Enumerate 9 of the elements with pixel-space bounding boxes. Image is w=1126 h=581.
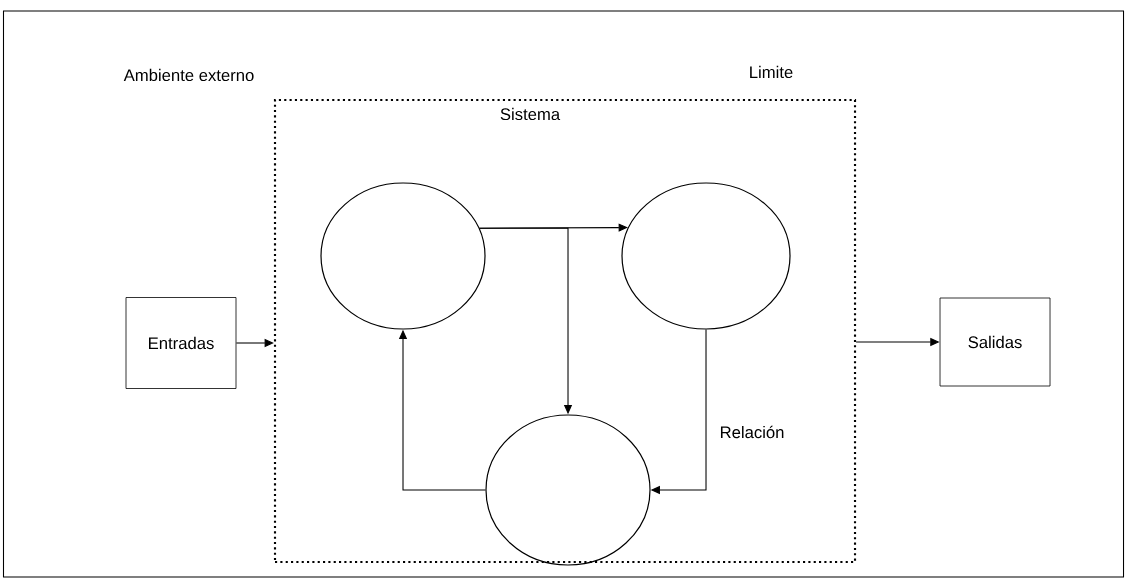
circle-node: [485, 414, 651, 566]
circle-node: [621, 182, 791, 330]
process-box: Entradas: [125, 297, 237, 389]
edge-label: Relación: [718, 424, 786, 440]
node-label: Limite: [750, 65, 793, 79]
node-label: Sistema: [500, 107, 561, 121]
circle-node: [320, 182, 486, 330]
process-box: Salidas: [939, 297, 1051, 387]
node-label: Ambiente externo: [123, 68, 254, 82]
